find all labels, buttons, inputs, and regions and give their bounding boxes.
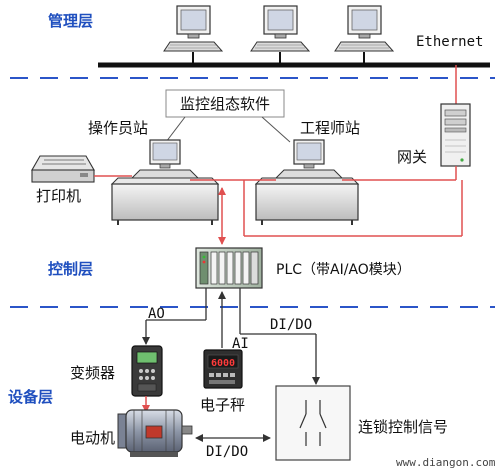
signal-label-ai: AI (232, 336, 249, 352)
gateway-label: 网关 (397, 148, 427, 166)
scada-pointer-right (261, 116, 291, 143)
plc-label: PLC（带AI/AO模块） (276, 262, 411, 278)
interlock-switch-box (275, 385, 351, 461)
inverter-label: 变频器 (70, 364, 115, 382)
signal-label-ao: AO (148, 306, 165, 322)
control-network-lines (94, 166, 463, 245)
scada-software-box (165, 89, 285, 118)
engineer-station-label: 工程师站 (300, 119, 360, 137)
management-computer-3 (334, 5, 395, 65)
electronic-scale: 6000 (203, 349, 243, 389)
motor-label: 电动机 (70, 429, 115, 447)
management-computer-2 (250, 5, 311, 65)
plc-rack (195, 247, 263, 289)
layer-label-management: 管理层 (48, 12, 93, 30)
watermark-text: www.diangon.com (396, 456, 496, 469)
scale-readout: 6000 (211, 358, 235, 369)
inverter (131, 345, 163, 397)
gateway-server (440, 103, 471, 167)
ethernet-label: Ethernet (416, 34, 483, 50)
operator-station-label: 操作员站 (88, 119, 148, 137)
interlock-label: 连锁控制信号 (358, 418, 448, 436)
layer-label-control: 控制层 (48, 260, 93, 278)
operator-station (110, 139, 220, 225)
signal-label-dido-lower: DI/DO (206, 444, 248, 460)
printer-label: 打印机 (36, 187, 81, 205)
engineer-station (254, 139, 360, 225)
printer (31, 155, 95, 183)
signal-label-dido-upper: DI/DO (270, 317, 312, 333)
layer-label-device: 设备层 (8, 388, 53, 406)
scale-label: 电子秤 (200, 396, 245, 414)
scada-software-label: 监控组态软件 (180, 95, 270, 113)
scada-pointer-left (165, 116, 186, 143)
management-computer-1 (163, 5, 224, 65)
plc-io-lines (142, 288, 320, 385)
motor (117, 409, 193, 457)
